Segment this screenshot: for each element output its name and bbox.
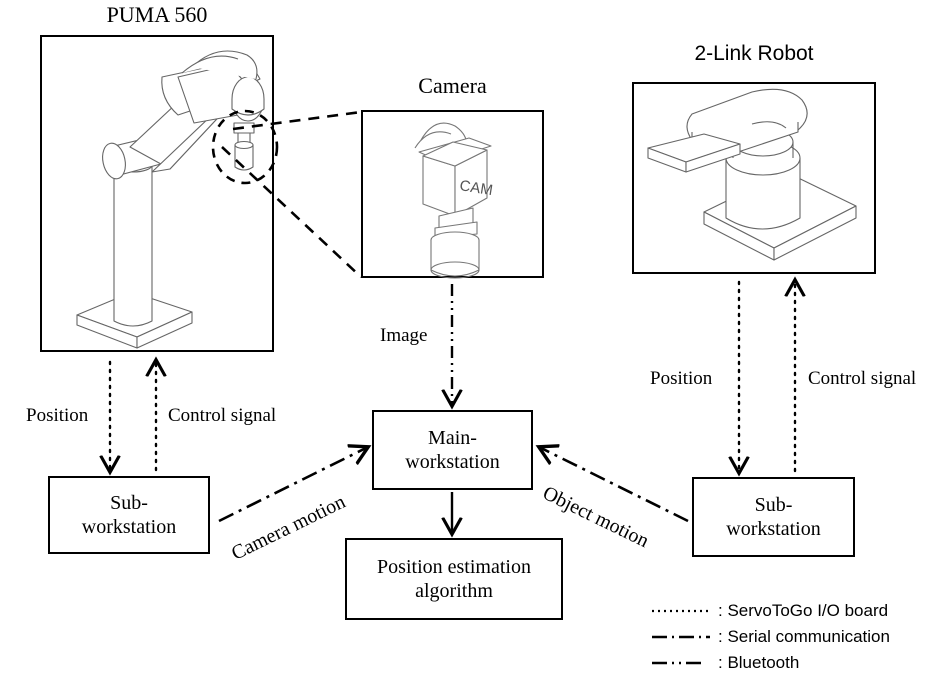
main-workstation-label-line1: Main- bbox=[428, 426, 477, 449]
sub-workstation-right-box[interactable]: Sub- workstation bbox=[692, 477, 855, 557]
camera-panel: CAM bbox=[361, 110, 544, 279]
legend-label-bluetooth: : Bluetooth bbox=[718, 653, 800, 672]
legend: : ServoToGo I/O board : Serial communica… bbox=[650, 598, 890, 676]
sub-workstation-right-label-line2: workstation bbox=[726, 518, 821, 540]
label-camera-motion: Camera motion bbox=[228, 490, 349, 565]
camera-body-label: CAM bbox=[458, 177, 494, 199]
position-algorithm-label-line2: algorithm bbox=[415, 580, 493, 602]
main-workstation-label-line2: workstation bbox=[405, 451, 500, 473]
legend-label-servotogo: : ServoToGo I/O board bbox=[718, 601, 889, 620]
sub-workstation-left-label-line1: Sub- bbox=[110, 491, 148, 514]
puma-panel-title: PUMA 560 bbox=[106, 2, 208, 27]
sub-workstation-left-label-line2: workstation bbox=[81, 516, 177, 538]
label-control-signal-right: Control signal bbox=[808, 368, 917, 389]
robot-panel-title: 2-Link Robot bbox=[694, 42, 814, 65]
legend-key-dash-dot bbox=[652, 635, 710, 639]
puma-560-panel bbox=[40, 35, 279, 352]
legend-label-serial: : Serial communication bbox=[718, 627, 890, 646]
label-position-right: Position bbox=[650, 368, 713, 389]
puma-560-illustration bbox=[76, 50, 279, 349]
position-estimation-algorithm-box[interactable]: Position estimation algorithm bbox=[345, 538, 563, 620]
legend-item-serial: : Serial communication bbox=[650, 624, 890, 650]
two-link-robot-panel bbox=[632, 82, 876, 274]
label-control-signal-left: Control signal bbox=[168, 405, 277, 426]
legend-item-bluetooth: : Bluetooth bbox=[650, 650, 890, 676]
camera-panel-title: Camera bbox=[418, 73, 487, 98]
legend-key-dotted bbox=[652, 609, 710, 613]
sub-workstation-left-box[interactable]: Sub- workstation bbox=[48, 476, 210, 554]
sub-workstation-right-label-line1: Sub- bbox=[754, 493, 793, 516]
main-workstation-box[interactable]: Main- workstation bbox=[372, 410, 533, 490]
position-algorithm-label-line1: Position estimation bbox=[377, 555, 531, 578]
legend-item-servotogo: : ServoToGo I/O board bbox=[650, 598, 890, 624]
legend-key-dash-dot-dot bbox=[652, 661, 706, 665]
label-image: Image bbox=[380, 325, 428, 346]
label-position-left: Position bbox=[26, 405, 89, 426]
camera-illustration: CAM bbox=[414, 122, 494, 279]
two-link-robot-illustration bbox=[647, 88, 857, 261]
